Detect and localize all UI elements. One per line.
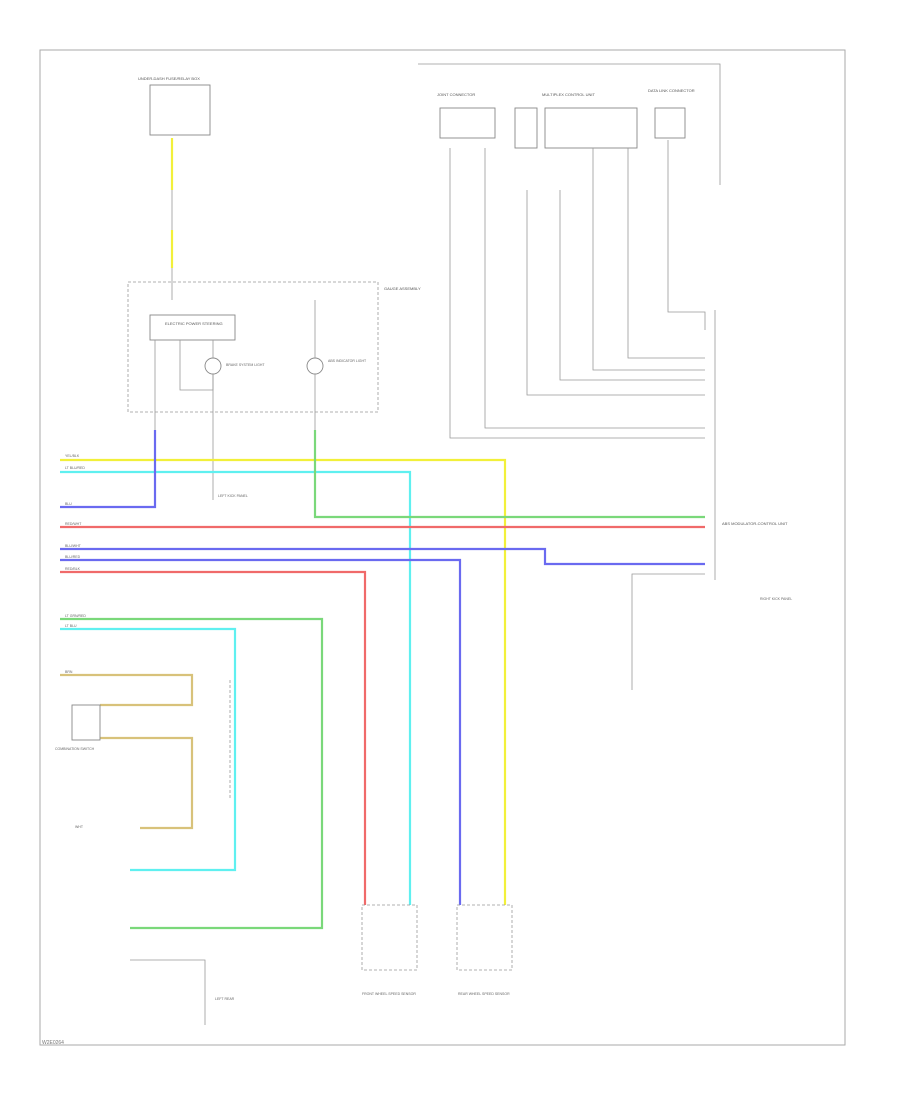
top-connectors: JOINT CONNECTOR MULTIPLEX CONTROL UNIT D…	[418, 63, 721, 185]
rear-sensor-label: REAR WHEEL SPEED SENSOR	[458, 992, 510, 996]
fuse-box-top: UNDER-DASH FUSE/RELAY BOX	[138, 76, 211, 136]
rear-wheel-sensor: REAR WHEEL SPEED SENSOR	[456, 904, 513, 996]
brake-lamp-label: BRAKE SYSTEM LIGHT	[226, 363, 265, 367]
blue-wire-short	[60, 430, 157, 509]
lt-blu-label: LT BLU	[65, 624, 77, 628]
green-wire-lower	[60, 617, 324, 930]
red-wht-label: RED/WHT	[65, 522, 82, 526]
yel-blk-label: YEL/BLK	[65, 454, 80, 458]
front-sensor-label: FRONT WHEEL SPEED SENSOR	[362, 992, 416, 996]
gauge-ground-label: LEFT KICK PANEL	[218, 494, 248, 498]
cyan-wire-lower	[60, 627, 237, 872]
blu-label: BLU	[65, 502, 72, 506]
joint-connector-label: JOINT CONNECTOR	[437, 92, 475, 97]
gauge-assembly: GAUGE ASSEMBLY ELECTRIC POWER STEERING B…	[127, 281, 421, 413]
brn-label: BRN	[65, 670, 73, 674]
diagram-frame	[39, 49, 846, 1046]
mcu-label: MULTIPLEX CONTROL UNIT	[542, 92, 595, 97]
dlc-label: DATA LINK CONNECTOR	[648, 88, 695, 93]
combination-switch-label: COMBINATION SWITCH	[55, 747, 95, 751]
diagram-code: W2E0264	[42, 1040, 64, 1046]
blue-wire-b	[60, 558, 462, 905]
right-ground-label: RIGHT KICK PANEL	[760, 597, 792, 601]
cyan-wire	[60, 470, 412, 905]
blue-wire-a	[60, 547, 705, 566]
red-wire-b	[60, 570, 367, 905]
abs-module-label: ABS MODULATOR-CONTROL UNIT	[722, 521, 788, 526]
eps-label: ELECTRIC POWER STEERING	[165, 321, 223, 326]
bottom-ground-label: LEFT REAR	[215, 997, 235, 1001]
abs-module: ABS MODULATOR-CONTROL UNIT	[714, 310, 788, 580]
wht-label: WHT	[75, 825, 84, 829]
blu-wht-label: BLU/WHT	[65, 544, 82, 548]
lt-blu-red-label: LT BLU/RED	[65, 466, 85, 470]
blu-red-label: BLU/RED	[65, 555, 81, 559]
abs-lamp-label: ABS INDICATOR LIGHT	[328, 359, 367, 363]
tan-wire-a	[60, 673, 194, 707]
yellow-wire	[60, 458, 507, 905]
red-blk-label: RED/BLK	[65, 567, 81, 571]
gauge-box-label: GAUGE ASSEMBLY	[384, 286, 421, 291]
fuse-box-label: UNDER-DASH FUSE/RELAY BOX	[138, 76, 200, 81]
tan-wire-b	[100, 736, 194, 830]
green-wire-mid	[313, 430, 705, 519]
front-wheel-sensor: FRONT WHEEL SPEED SENSOR	[361, 904, 418, 996]
combination-switch: COMBINATION SWITCH	[55, 680, 231, 800]
lt-grn-red-label: LT GRN/RED	[65, 614, 86, 618]
